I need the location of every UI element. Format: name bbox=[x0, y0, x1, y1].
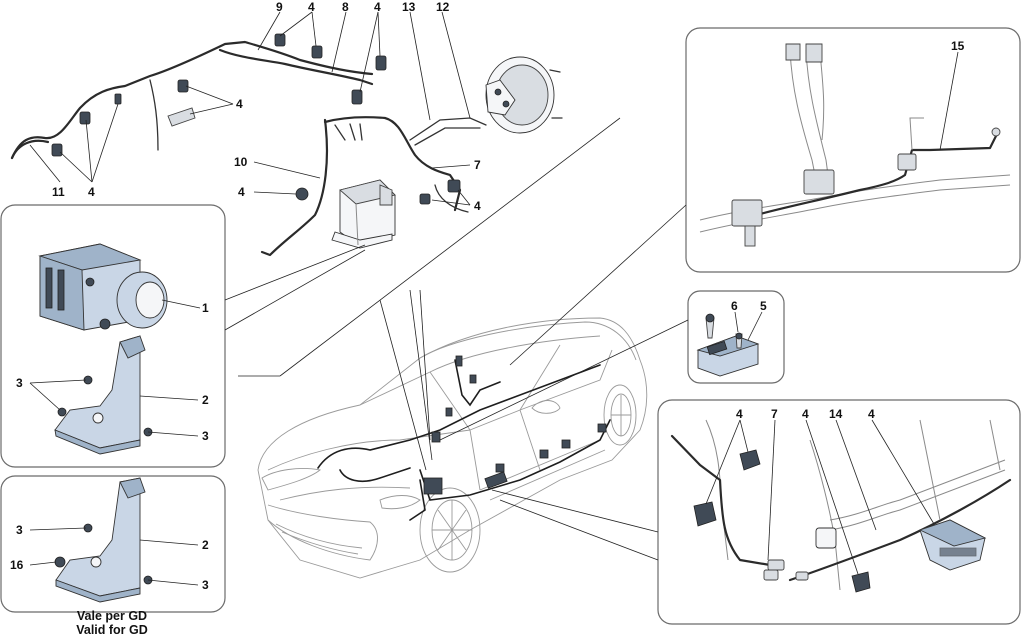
front-brake-line-detail bbox=[670, 419, 1012, 593]
callout-4: 4 bbox=[238, 185, 245, 199]
callout-9: 9 bbox=[276, 0, 283, 14]
abs-unit-small bbox=[331, 179, 396, 249]
callout-15: 15 bbox=[951, 39, 965, 53]
yaw-sensor bbox=[696, 313, 760, 377]
leader-lines bbox=[29, 11, 959, 586]
abs-bracket-1 bbox=[54, 335, 153, 455]
car-brake-lines bbox=[317, 355, 611, 521]
callout-7: 7 bbox=[771, 407, 778, 421]
brake-booster bbox=[485, 56, 563, 134]
callout-12: 12 bbox=[436, 0, 450, 14]
callout-5: 5 bbox=[760, 299, 767, 313]
callout-8: 8 bbox=[342, 0, 349, 14]
callout-labels: 9 4 8 4 13 12 4 10 4 7 4 11 4 1 2 3 3 2 … bbox=[10, 0, 965, 592]
abs-hydraulic-unit bbox=[38, 243, 168, 331]
caption-valid-for-gd: Valid for GD bbox=[76, 623, 148, 636]
callout-2: 2 bbox=[202, 393, 209, 407]
callout-3: 3 bbox=[202, 429, 209, 443]
callout-4: 4 bbox=[236, 97, 243, 111]
callout-6: 6 bbox=[731, 299, 738, 313]
callout-1: 1 bbox=[202, 301, 209, 315]
top-brake-pipe-assembly bbox=[10, 33, 563, 257]
callout-4: 4 bbox=[474, 199, 481, 213]
pipe-clips bbox=[51, 33, 461, 205]
callout-4: 4 bbox=[308, 0, 315, 14]
panel-rear-lines bbox=[685, 27, 1021, 273]
abs-bracket-gd bbox=[54, 477, 153, 603]
callout-11: 11 bbox=[52, 185, 65, 199]
callout-14: 14 bbox=[829, 407, 843, 421]
callout-4: 4 bbox=[88, 185, 95, 199]
callout-4: 4 bbox=[374, 0, 381, 14]
caption-vale-per-gd: Vale per GD bbox=[77, 609, 147, 623]
callout-3: 3 bbox=[16, 376, 23, 390]
callout-3: 3 bbox=[202, 578, 209, 592]
callout-7: 7 bbox=[474, 158, 481, 172]
rear-brake-line-detail bbox=[699, 43, 1011, 247]
callout-2: 2 bbox=[202, 538, 209, 552]
callout-4: 4 bbox=[868, 407, 875, 421]
callout-16: 16 bbox=[10, 558, 24, 572]
callout-13: 13 bbox=[402, 0, 416, 14]
callout-10: 10 bbox=[234, 155, 248, 169]
callout-4: 4 bbox=[802, 407, 809, 421]
car-body-outline bbox=[257, 317, 648, 579]
callout-3: 3 bbox=[16, 523, 23, 537]
callout-4: 4 bbox=[736, 407, 743, 421]
